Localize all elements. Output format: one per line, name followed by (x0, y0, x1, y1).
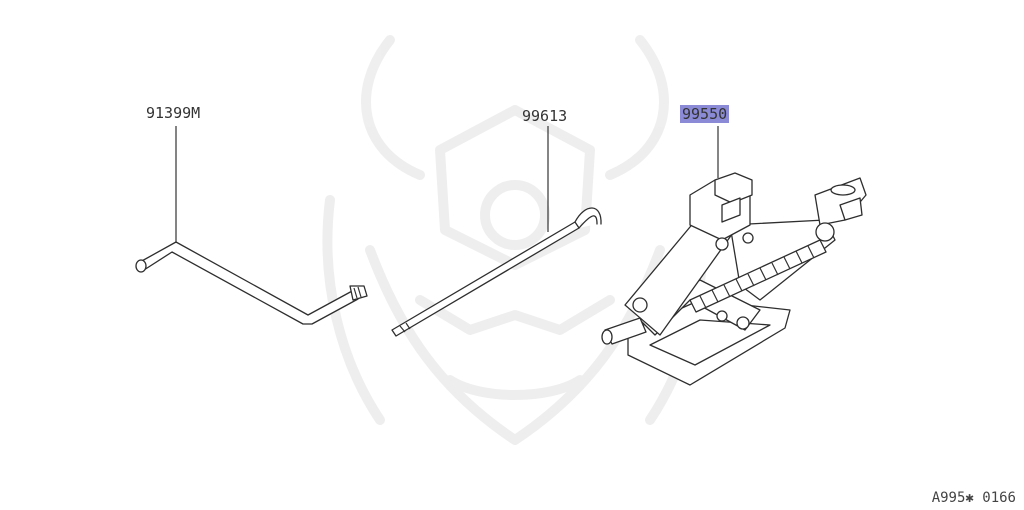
part-label-jack[interactable]: 99550 (680, 105, 730, 123)
wrench-drawing (135, 241, 368, 325)
jack-drawing (601, 172, 867, 386)
watermark-emblem (322, 35, 708, 445)
part-label-jack-handle[interactable]: 99613 (522, 107, 568, 125)
jack-handle-drawing (391, 207, 602, 337)
diagram-reference-code: A995✱ 0166 (931, 490, 1016, 506)
part-label-wrench[interactable]: 91399M (146, 104, 201, 122)
